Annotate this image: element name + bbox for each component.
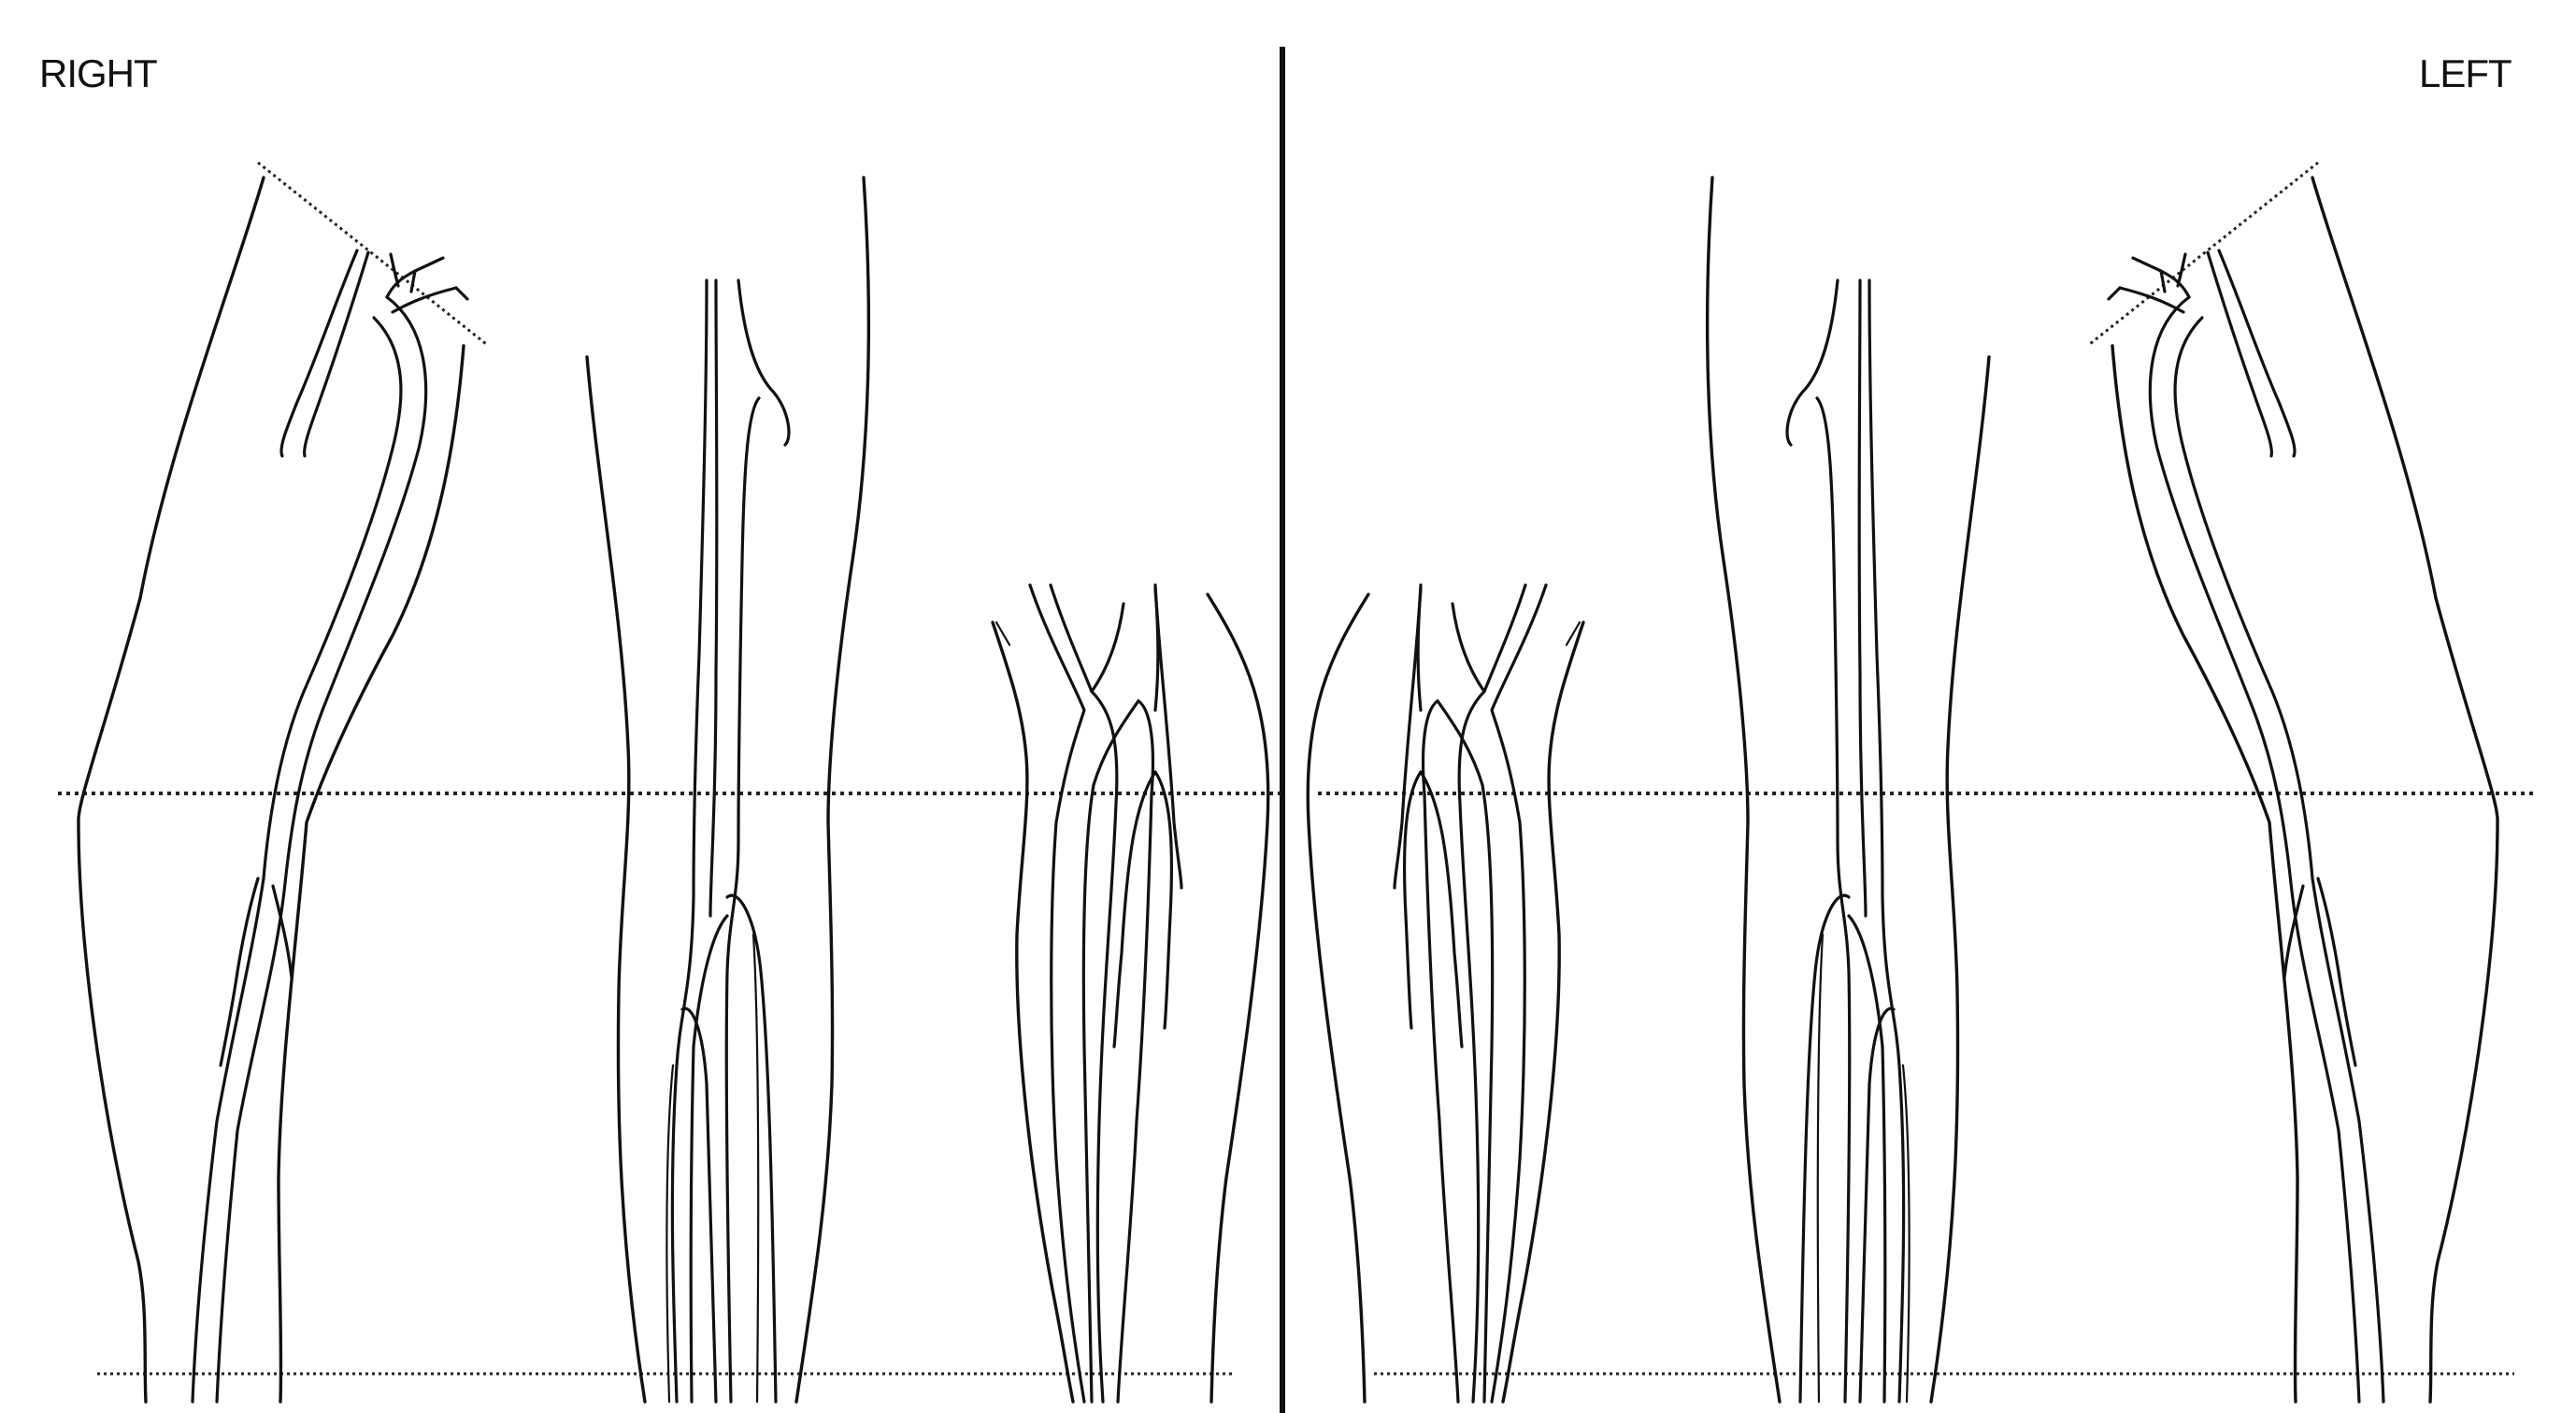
- side-label-right: RIGHT: [39, 51, 158, 95]
- right-lower-leg-outline-back: [1206, 592, 1270, 1404]
- left-anterior-leg-outline-inner: [2111, 344, 2299, 1404]
- right-lower-leg-vein-9: [1153, 583, 1183, 890]
- right-lower-leg-lateral: [991, 583, 1270, 1404]
- side-label-left: LEFT: [2419, 51, 2512, 95]
- left-ssv-wall-3: [1815, 396, 1852, 1404]
- right-anterior-leg: [77, 176, 469, 1404]
- left-lower-leg-vein-4: [1421, 699, 1460, 1404]
- right-gsv-lateral-wall: [191, 316, 403, 1404]
- left-lower-leg-vein-9: [1393, 583, 1423, 890]
- left-gsv-tributary-3: [2176, 252, 2187, 288]
- right-posterior-leg-outline-outer: [585, 355, 647, 1404]
- right-calf-branch-6: [751, 933, 760, 1404]
- right-ssv-wall-2: [737, 278, 791, 447]
- left-anterior-thigh-branch-outer: [2217, 249, 2297, 458]
- right-calf-branch-3: [680, 1006, 718, 1404]
- left-gsv-medial-wall: [2148, 295, 2361, 1404]
- right-gsv-tributary-3: [389, 252, 400, 288]
- right-posterior-leg: [585, 176, 871, 1404]
- right-gsv-tributary-4: [409, 269, 417, 293]
- left-gsv-lateral-wall: [2173, 316, 2385, 1404]
- right-lower-leg-vein-2: [1049, 583, 1125, 693]
- left-lower-leg-outline-back: [1306, 592, 1370, 1404]
- right-lower-leg-vein-1: [1028, 583, 1086, 1404]
- right-lower-leg-outline-front: [991, 621, 1075, 1404]
- left-calf-branch-2: [1847, 914, 1884, 1049]
- right-anterior-thigh-branch-inner: [303, 250, 370, 458]
- left-lower-leg-vein-8: [1402, 770, 1423, 1030]
- right-gsv-tributary-2: [391, 286, 458, 314]
- left-anterior-thigh-branch-inner: [2206, 250, 2273, 458]
- left-gsv-tributary-5: [2107, 286, 2122, 301]
- left-ssv-wall-2: [1785, 278, 1839, 447]
- right-ssv-wall-4: [708, 278, 719, 918]
- right-lower-leg-vein-5: [1081, 699, 1140, 1404]
- right-gsv-medial-wall: [215, 295, 428, 1404]
- left-lower-leg-lateral: [1306, 583, 1585, 1404]
- right-leg-group: [77, 161, 1270, 1404]
- right-anterior-leg-outline-outer: [77, 176, 265, 1404]
- right-ssv-wall-3: [724, 396, 761, 1404]
- left-calf-branch-1: [1798, 893, 1851, 1404]
- left-posterior-leg-outline-outer: [1929, 355, 1991, 1404]
- right-lower-leg-vein-10: [995, 621, 1011, 647]
- right-calf-branch-4: [689, 1045, 695, 1404]
- left-lower-leg-vein-5: [1436, 699, 1495, 1404]
- right-lower-leg-vein-8: [1153, 770, 1174, 1030]
- left-posterior-leg: [1705, 176, 1991, 1404]
- right-anterior-thigh-branch-outer: [279, 249, 359, 458]
- groin-guide-right: [257, 161, 487, 346]
- right-lower-leg-vein-3: [1090, 690, 1119, 1404]
- right-knee-tributary-lateral: [219, 877, 260, 1067]
- left-calf-branch-3: [1858, 1006, 1896, 1404]
- left-anterior-leg: [2107, 176, 2499, 1404]
- left-gsv-tributary-2: [2118, 286, 2185, 314]
- left-calf-branch-4: [1881, 1045, 1887, 1404]
- left-calf-branch-6: [1816, 933, 1825, 1404]
- left-lower-leg-outline-front: [1501, 621, 1585, 1404]
- left-lower-leg-vein-7: [1419, 770, 1464, 1049]
- left-lower-leg-vein-1: [1490, 583, 1548, 1404]
- left-posterior-leg-outline-inner: [1705, 176, 1782, 1404]
- left-lower-leg-vein-10: [1565, 621, 1581, 647]
- left-calf-branch-5: [1901, 1063, 1911, 1404]
- left-ssv-wall-4: [1857, 278, 1868, 918]
- left-knee-tributary-lateral: [2316, 877, 2357, 1067]
- groin-guide-left: [2089, 161, 2319, 346]
- right-anterior-leg-outline-inner: [277, 344, 465, 1404]
- left-anterior-leg-outline-outer: [2311, 176, 2499, 1404]
- left-lower-leg-vein-3: [1457, 690, 1486, 1404]
- left-leg-group: [1306, 161, 2499, 1404]
- left-ssv-wall-1: [1868, 278, 1906, 1404]
- right-lower-leg-vein-4: [1116, 699, 1155, 1404]
- right-knee-tributary-medial: [271, 884, 293, 979]
- right-calf-branch-5: [665, 1063, 675, 1404]
- right-gsv-tributary-5: [454, 286, 469, 301]
- right-lower-leg-vein-7: [1112, 770, 1157, 1049]
- right-calf-branch-2: [692, 914, 729, 1049]
- right-calf-branch-1: [725, 893, 778, 1404]
- left-knee-tributary-medial: [2283, 884, 2305, 979]
- right-ssv-wall-1: [670, 278, 708, 1404]
- left-gsv-tributary-4: [2159, 269, 2167, 293]
- left-lower-leg-vein-2: [1451, 583, 1527, 693]
- diagram-ink: [58, 47, 2533, 1413]
- right-posterior-leg-outline-inner: [794, 176, 871, 1404]
